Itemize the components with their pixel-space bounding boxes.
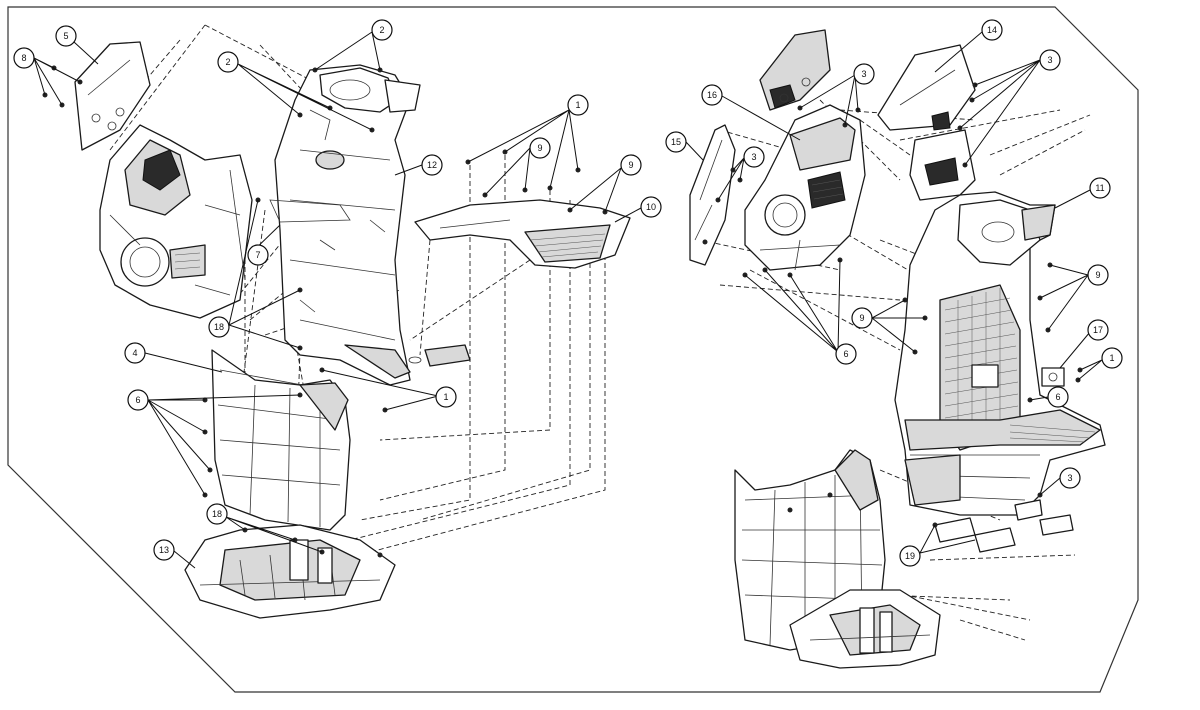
- inner-leg-shield: [269, 64, 421, 386]
- main-body-right: [894, 191, 1106, 516]
- callout-label: 3: [751, 152, 756, 162]
- callout-7: 7: [247, 244, 269, 266]
- callout-1-mid: 1: [435, 386, 457, 408]
- windscreen-right-a: [759, 29, 831, 111]
- callout-14: 14: [981, 19, 1003, 41]
- callout-label: 13: [159, 545, 169, 555]
- callout-label: 3: [1047, 55, 1052, 65]
- screws-left: [42, 65, 608, 558]
- leaders-right: [685, 31, 1103, 554]
- callout-label: 1: [443, 392, 448, 402]
- callout-label: 3: [861, 69, 866, 79]
- callout-label: 19: [905, 551, 915, 561]
- callout-3-top: 3: [853, 63, 875, 85]
- callout-17: 17: [1087, 319, 1109, 341]
- callout-2-top: 2: [371, 19, 393, 41]
- callout-3-lower: 3: [1059, 467, 1081, 489]
- callout-label: 1: [575, 100, 580, 110]
- callout-3-upper-right: 3: [1039, 49, 1061, 71]
- callout-4: 4: [124, 342, 146, 364]
- callout-label: 3: [1067, 473, 1072, 483]
- callout-6-lower-right: 6: [1047, 386, 1069, 408]
- windscreen-left: [74, 41, 151, 151]
- callout-3-mid: 3: [743, 146, 765, 168]
- leaders-left: [33, 31, 642, 569]
- callout-1-right: 1: [1101, 347, 1123, 369]
- callout-9-right-b: 9: [851, 307, 873, 329]
- windscreen-right-b: [877, 44, 976, 131]
- callout-9-left-a: 9: [529, 137, 551, 159]
- under-brackets-19: [934, 499, 1074, 553]
- callout-label: 9: [628, 160, 633, 170]
- floor-board: [414, 199, 631, 269]
- callout-15: 15: [665, 131, 687, 153]
- callout-label: 7: [255, 250, 260, 260]
- right-assembly: 14 3 3 16 15 3 11 9: [665, 19, 1123, 669]
- callout-label: 18: [214, 322, 224, 332]
- front-lower-panel: [211, 349, 351, 531]
- small-bracket-17: [1041, 367, 1065, 387]
- callout-18-bottom: 18: [206, 503, 228, 525]
- callout-6-right: 6: [835, 343, 857, 365]
- floor-bottom-right: [789, 589, 941, 669]
- callout-8: 8: [13, 47, 35, 69]
- callout-label: 1: [1109, 353, 1114, 363]
- callout-2-mid: 2: [217, 51, 239, 73]
- callout-label: 6: [1055, 392, 1060, 402]
- headlight-housing: [744, 104, 866, 271]
- callout-label: 4: [132, 348, 137, 358]
- callout-10: 10: [640, 196, 662, 218]
- callout-label: 8: [21, 53, 26, 63]
- front-fairing: [99, 124, 253, 319]
- callout-label: 6: [135, 395, 140, 405]
- callout-label: 18: [212, 509, 222, 519]
- floor-bottom-left: [184, 524, 396, 619]
- callout-label: 9: [537, 143, 542, 153]
- diagram-frame: [7, 6, 1139, 693]
- small-bracket-left: [408, 344, 471, 367]
- callout-9-left-b: 9: [620, 154, 642, 176]
- callout-6-left: 6: [127, 389, 149, 411]
- callout-16: 16: [701, 84, 723, 106]
- callout-18-top: 18: [208, 316, 230, 338]
- callout-label: 2: [379, 25, 384, 35]
- callout-label: 2: [225, 57, 230, 67]
- callout-label: 14: [987, 25, 997, 35]
- callout-19: 19: [899, 545, 921, 567]
- callout-1-top: 1: [567, 94, 589, 116]
- callout-11: 11: [1089, 177, 1111, 199]
- callout-9-right-a: 9: [1087, 264, 1109, 286]
- callout-12: 12: [421, 154, 443, 176]
- callout-label: 17: [1093, 325, 1103, 335]
- side-trim-15: [689, 124, 736, 266]
- callout-label: 10: [646, 202, 656, 212]
- callout-5: 5: [55, 25, 77, 47]
- callout-label: 16: [707, 90, 717, 100]
- callout-label: 5: [63, 31, 68, 41]
- callout-label: 12: [427, 160, 437, 170]
- callout-label: 6: [843, 349, 848, 359]
- callout-label: 11: [1095, 183, 1104, 193]
- callout-label: 15: [671, 137, 681, 147]
- left-assembly: 8 5 2 2 12 7 18 4: [13, 19, 662, 619]
- callout-label: 9: [859, 313, 864, 323]
- callout-13: 13: [153, 539, 175, 561]
- callout-label: 9: [1095, 270, 1100, 280]
